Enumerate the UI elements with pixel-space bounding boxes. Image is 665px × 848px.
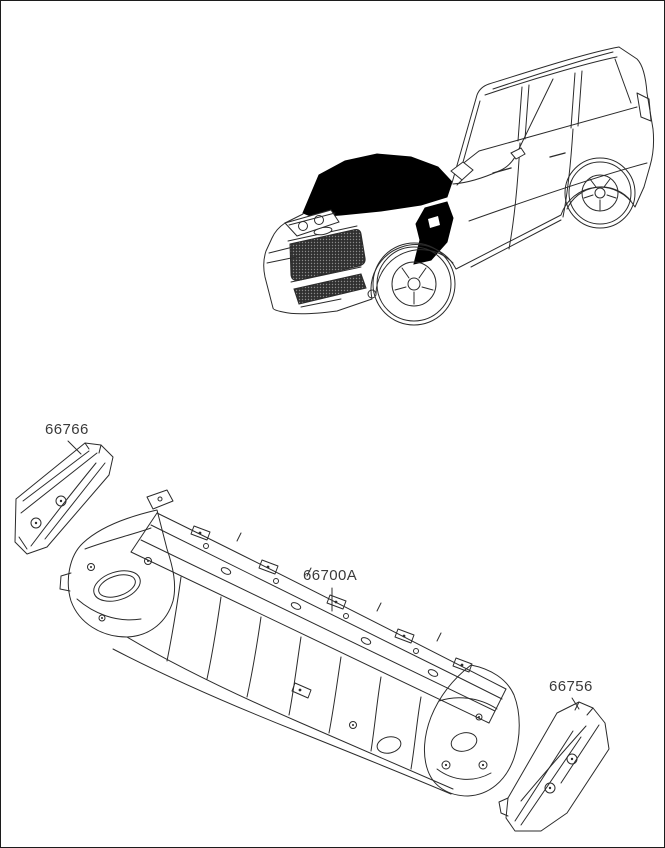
far-side-mirror [510,147,526,160]
side-mirror [450,161,474,181]
part-label-66700a[interactable]: 66700A [303,567,358,584]
door-handle-rear [549,152,566,158]
leader-line-66756 [571,697,580,710]
fog-light [367,289,377,299]
door-handle-front [492,167,512,174]
headlight [284,209,340,237]
part-label-66766[interactable]: 66766 [45,421,89,438]
part-66766-drawing [14,442,114,555]
part-66756-drawing [498,701,610,832]
front-wheel [372,242,456,326]
taillight [636,92,652,122]
vehicle-illustration [263,46,655,326]
leader-lines [67,440,580,710]
part-label-66756[interactable]: 66756 [549,678,593,695]
front-grille [287,225,366,281]
front-bumper [266,246,377,308]
part-66700a-drawing [59,489,520,797]
rear-wheel [564,157,636,229]
leader-line-66766 [67,440,82,455]
